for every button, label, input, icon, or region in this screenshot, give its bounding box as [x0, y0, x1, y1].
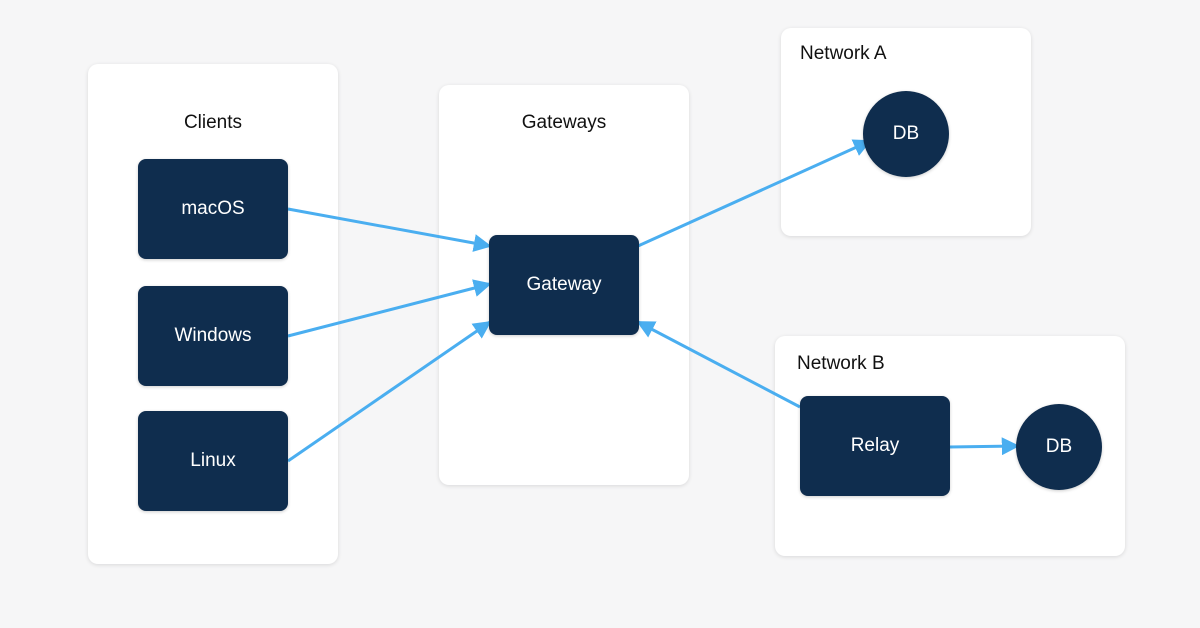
clients-panel-title: Clients	[183, 112, 243, 133]
macos-node: macOS	[138, 159, 288, 259]
linux-node: Linux	[138, 411, 288, 511]
network-a-panel-title: Network A	[800, 43, 887, 64]
network-b-panel-title: Network B	[797, 353, 885, 374]
db-node-network-b: DB	[1016, 404, 1102, 490]
gateway-node: Gateway	[489, 235, 639, 335]
relay-node: Relay	[800, 396, 950, 496]
windows-node: Windows	[138, 286, 288, 386]
db-node-network-a: DB	[863, 91, 949, 177]
gateways-panel-title: Gateways	[521, 112, 607, 133]
